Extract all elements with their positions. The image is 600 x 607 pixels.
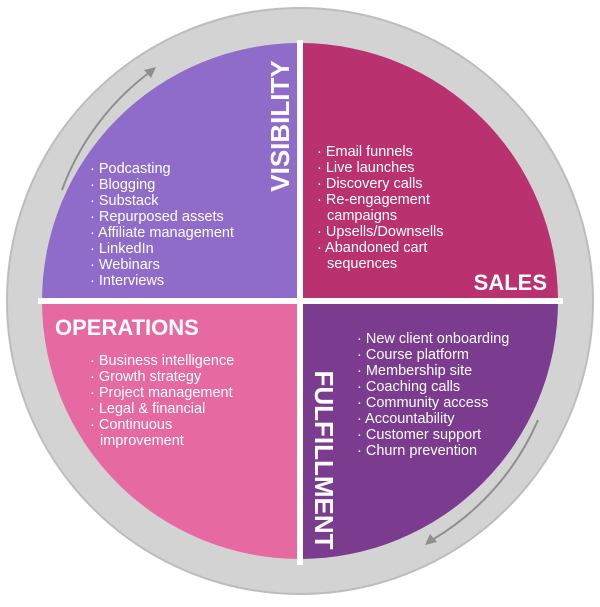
fulfillment-item: · Membership site [357,363,472,379]
sales-item: · Discovery calls [317,176,423,192]
operations-item: · Continuous [90,417,172,433]
operations-item: · Legal & financial [90,401,205,417]
visibility-item: · LinkedIn [90,241,154,257]
fulfillment-item: · Course platform [357,347,469,363]
sales-list: · Email funnels · Live launches · Discov… [317,144,448,272]
fulfillment-item: · Coaching calls [357,379,460,395]
operations-item: improvement [100,433,184,449]
operations-item: · Business intelligence [90,353,234,369]
fulfillment-item: · Accountability [357,411,455,427]
fulfillment-item: · Customer support [357,427,481,443]
cycle-arrow-bottom-right [431,419,539,541]
operations-item: · Growth strategy [90,369,202,385]
fulfillment-item: · New client onboarding [357,331,509,347]
fulfillment-item: · Churn prevention [357,443,477,459]
visibility-title: VISIBILITY [265,60,295,191]
visibility-item: · Repurposed assets [90,209,224,225]
sales-item: · Upsells/Downsells [317,224,444,240]
sales-item: · Abandoned cart [317,240,427,256]
visibility-item: · Webinars [90,257,160,273]
operations-item: · Project management [90,385,233,401]
operations-list: · Business intelligence · Growth strateg… [90,353,238,449]
fulfillment-list: · New client onboarding · Course platfor… [357,331,513,459]
visibility-list: · Podcasting · Blogging · Substack · Rep… [90,161,238,289]
visibility-item: · Blogging [90,177,155,193]
arrow-head-bottom-right [425,534,437,545]
sales-item: · Email funnels [317,144,413,160]
sales-item: campaigns [327,208,397,224]
fulfillment-item: · Community access [357,395,488,411]
fulfillment-title: FULFILLMENT [309,370,339,549]
visibility-item: · Interviews [90,273,164,289]
sales-item: · Live launches [317,160,415,176]
cycle-arrow-top-left [61,71,151,191]
sales-item: · Re-engagement [317,192,430,208]
visibility-item: · Affiliate management [90,225,234,241]
visibility-item: · Substack [90,193,159,209]
sales-item: sequences [327,256,397,272]
arrow-head-top-left [144,67,156,78]
divider-horizontal [38,298,563,304]
sales-title: SALES [474,270,547,295]
operations-title: OPERATIONS [55,315,199,340]
visibility-item: · Podcasting [90,161,171,177]
